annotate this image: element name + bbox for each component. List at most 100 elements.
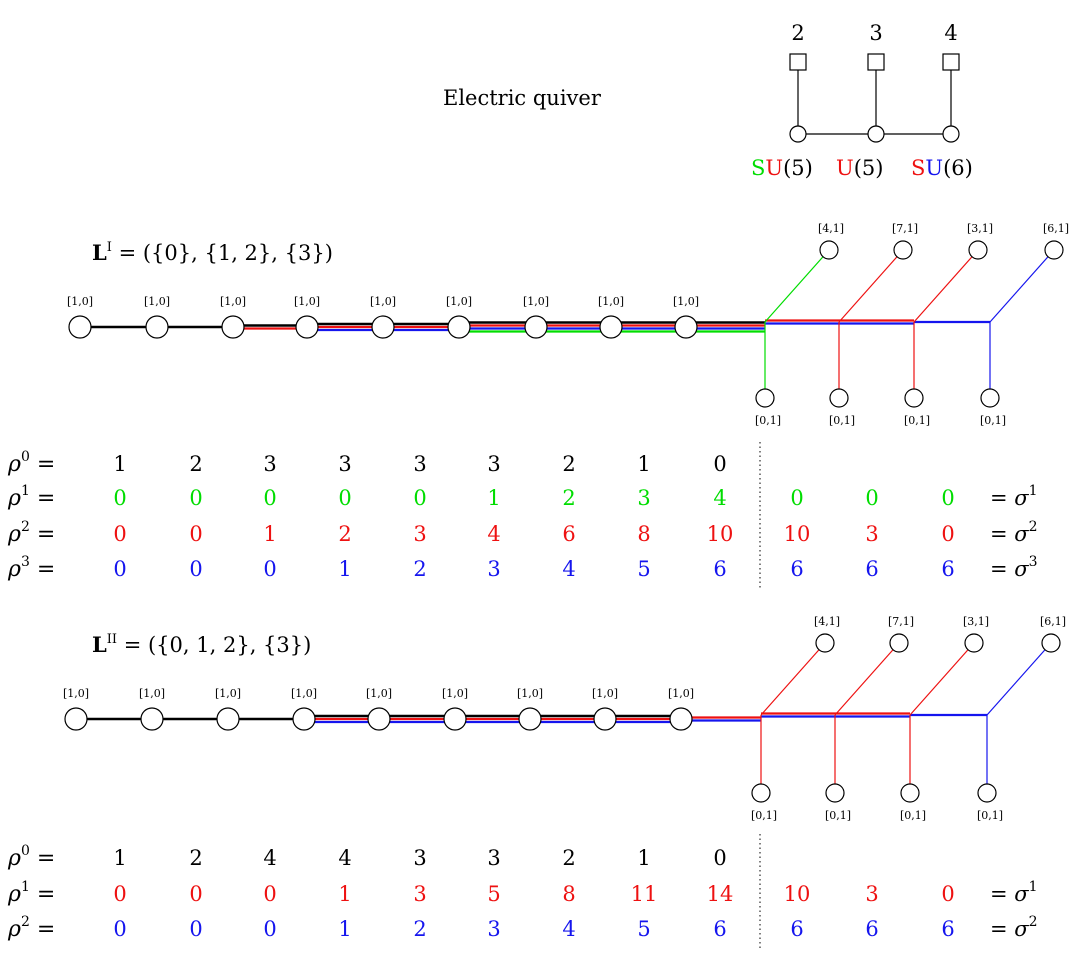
row-eq: =	[30, 557, 55, 582]
chain-node-label: [1,0]	[446, 295, 472, 308]
row-value: 3	[338, 452, 351, 476]
top-node	[968, 240, 988, 260]
row-value: 2	[189, 846, 202, 870]
chain-node-label: [1,0]	[598, 295, 624, 308]
flavor-label: 3	[869, 21, 882, 45]
row-eq: =	[30, 917, 55, 942]
gauge-group-label: SU(5)	[751, 156, 813, 180]
title-symbol: L	[92, 632, 107, 657]
row-value: 3	[487, 917, 500, 941]
row-value: 4	[487, 522, 500, 546]
top-node-label: [7,1]	[888, 615, 914, 628]
top-node	[1041, 633, 1061, 653]
row-sup: 1	[21, 879, 30, 895]
top-node-label: [4,1]	[814, 615, 840, 628]
bottom-node-label: [0,1]	[755, 414, 781, 427]
chain-node-label: [1,0]	[366, 687, 392, 700]
chain-node	[216, 707, 240, 731]
sigma-value: 6	[941, 917, 954, 941]
sigma-symbol: σ	[1014, 486, 1029, 510]
title-sup: II	[107, 632, 117, 647]
row-sup: 3	[21, 554, 30, 570]
title-sup: I	[107, 240, 112, 255]
row-value: 2	[413, 917, 426, 941]
chain-node	[371, 315, 395, 339]
row-value: 5	[637, 557, 650, 581]
top-node-label: [3,1]	[963, 615, 989, 628]
row-value: 0	[189, 882, 202, 906]
sigma-label: = σ1	[990, 879, 1038, 906]
chain-node-label: [1,0]	[291, 687, 317, 700]
chain-node-label: [1,0]	[139, 687, 165, 700]
chain-node	[221, 315, 245, 339]
chain-node-label: [1,0]	[517, 687, 543, 700]
chain-node	[140, 707, 164, 731]
gauge-group-part: U	[765, 156, 783, 180]
row-value: 1	[113, 452, 126, 476]
row-value: 4	[338, 846, 351, 870]
row-value: 0	[113, 917, 126, 941]
gauge-group-part: S	[911, 156, 925, 180]
gauge-group-part: S	[751, 156, 765, 180]
sigma-symbol: σ	[1014, 917, 1029, 941]
sigma-value: 0	[865, 486, 878, 510]
flavor-label: 2	[791, 21, 804, 45]
gauge-group-part: (6)	[943, 156, 973, 180]
gauge-group-part: (5)	[783, 156, 813, 180]
title-symbol: L	[92, 240, 107, 265]
bottom-node	[751, 783, 771, 803]
chain-node	[443, 707, 467, 731]
gauge-node	[942, 125, 960, 143]
top-node	[1044, 240, 1064, 260]
chain-node-label: [1,0]	[144, 295, 170, 308]
sigma-label: = σ2	[990, 914, 1038, 941]
branch-up	[986, 642, 1052, 716]
gauge-group-part: (5)	[854, 156, 884, 180]
row-value: 3	[487, 846, 500, 870]
top-node-label: [4,1]	[818, 222, 844, 235]
branch-up	[760, 642, 826, 716]
sigma-symbol: σ	[1014, 882, 1029, 906]
row-value: 8	[562, 882, 575, 906]
branch-up	[913, 249, 979, 323]
row-value: 3	[413, 522, 426, 546]
bottom-node	[980, 388, 1000, 408]
row-value: 1	[338, 917, 351, 941]
sigma-value: 6	[790, 917, 803, 941]
row-label: ρ1 =	[7, 483, 55, 511]
sigma-value: 10	[784, 882, 811, 906]
electric-quiver-caption: Electric quiver	[443, 86, 601, 110]
row-value: 14	[707, 882, 734, 906]
row-value: 2	[413, 557, 426, 581]
sigma-value: 3	[865, 522, 878, 546]
row-value: 1	[338, 557, 351, 581]
sigma-eq: =	[990, 486, 1014, 510]
row-label: ρ1 =	[7, 879, 55, 907]
row-symbol: ρ	[7, 486, 21, 511]
row-value: 8	[637, 522, 650, 546]
top-node	[889, 633, 909, 653]
row-value: 1	[637, 846, 650, 870]
chain-node	[599, 315, 623, 339]
row-value: 6	[713, 917, 726, 941]
sigma-sup: 2	[1029, 519, 1038, 535]
flavor-node	[942, 53, 960, 71]
sigma-value: 10	[784, 522, 811, 546]
top-node	[893, 240, 913, 260]
chain-node-label: [1,0]	[220, 295, 246, 308]
sigma-symbol: σ	[1014, 522, 1029, 546]
title-rest: = ({0, 1, 2}, {3})	[117, 633, 311, 657]
chain-node-label: [1,0]	[294, 295, 320, 308]
chain-node	[145, 315, 169, 339]
row-value: 0	[413, 486, 426, 510]
sigma-eq: =	[990, 882, 1014, 906]
row-symbol: ρ	[7, 846, 21, 871]
bottom-node-label: [0,1]	[900, 809, 926, 822]
chain-node	[295, 315, 319, 339]
row-value: 0	[263, 917, 276, 941]
row-value: 0	[189, 486, 202, 510]
chain-node	[68, 315, 92, 339]
title-rest: = ({0}, {1, 2}, {3})	[112, 241, 333, 265]
row-value: 1	[113, 846, 126, 870]
row-label: ρ2 =	[7, 914, 55, 942]
